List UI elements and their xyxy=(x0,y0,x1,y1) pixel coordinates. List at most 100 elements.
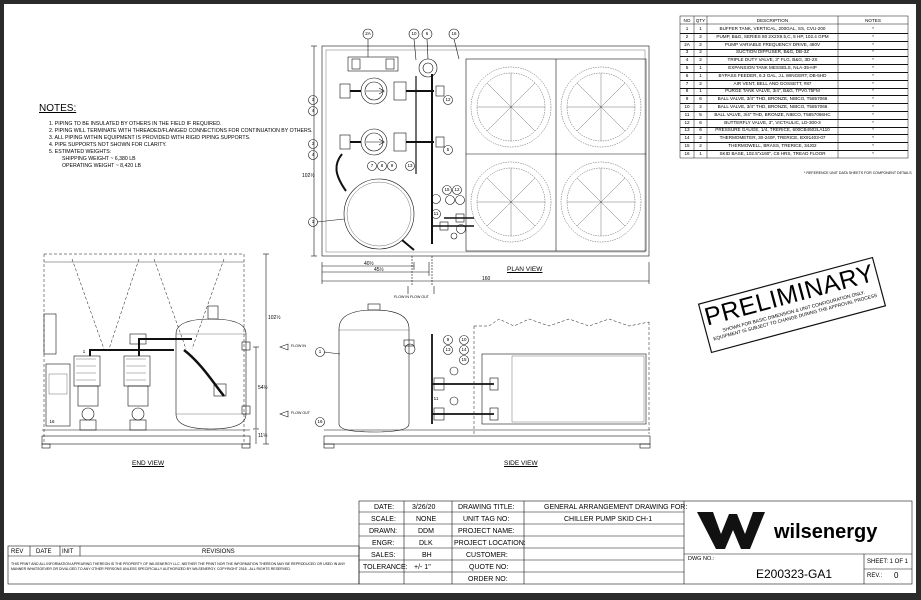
callout-number: 12 xyxy=(445,96,451,102)
bom-cell: * xyxy=(872,150,874,156)
bom-cell: BYPASS FEEDER, 6.3 GAL, J.L WINGERT, DB-… xyxy=(718,72,827,78)
plan-view-drawing xyxy=(308,28,650,294)
bom-cell: 4 xyxy=(685,57,689,63)
bom-cell: THERMOWELL, BRASS, TRERICE, 34J02 xyxy=(728,143,817,148)
note-line: 3. ALL PIPING WITHIN EQUIPMENT IS PROVID… xyxy=(49,135,251,141)
end-view-drawing xyxy=(41,253,289,449)
bom-cell: 2 xyxy=(699,57,702,63)
unit-tag: CHILLER PUMP SKID CH-1 xyxy=(564,516,653,523)
bom-cell: * xyxy=(872,96,874,102)
callout-number: 10 xyxy=(461,336,467,342)
bom-cell: BALL VALVE, 3/4" THD, BRONZE, NIBCO, T58… xyxy=(717,104,828,109)
scale-label: SCALE: xyxy=(371,516,396,523)
callout-number: 9 xyxy=(390,162,394,168)
note-line: OPERATING WEIGHT ~ 8,420 LB xyxy=(62,163,141,169)
callout-number: 9 xyxy=(446,336,450,342)
tolerance-label: TOLERANCE: xyxy=(363,564,408,571)
bom-cell: * xyxy=(872,41,874,47)
bom-cell: 2 xyxy=(685,33,689,39)
bom-row-divider xyxy=(680,33,908,34)
note-line: 5. ESTIMATED WEIGHTS: xyxy=(49,149,112,155)
callout-number: 11 xyxy=(433,395,439,401)
bom-row-divider xyxy=(680,103,908,105)
bom-cell: 1 xyxy=(699,150,702,156)
note-line: SHIPPING WEIGHT ~ 6,380 LB xyxy=(62,156,136,162)
callout-number: 3 xyxy=(311,96,315,102)
dim-end-height: 102½ xyxy=(268,315,281,321)
bom-cell: 2A xyxy=(684,41,690,47)
drawn-label: DRAWN: xyxy=(369,528,398,535)
bom-cell: BUFFER TANK, VERTICAL, 200GAL, SS, CVU-2… xyxy=(719,26,826,31)
bom-row-divider xyxy=(680,72,908,73)
dim-plan-height: 102½ xyxy=(302,173,315,179)
callout-number: 3 xyxy=(311,140,315,146)
customer-label: CUSTOMER: xyxy=(466,552,508,559)
bom-cell: THERMOMETER, 30-240F, TRERICE, BX91403-0… xyxy=(719,135,826,141)
bom-footnote: * REFERENCE UNIT DATA SHEETS FOR COMPONE… xyxy=(804,171,912,175)
bom-cell: 2 xyxy=(699,41,702,47)
sales-value: BH xyxy=(422,552,432,559)
dim-plan-d1: 40½ xyxy=(364,261,374,267)
bom-cell: PRESSURE GAUGE, 1/4, TRERICE, 600CB4502L… xyxy=(715,127,830,133)
callout-number: 4 xyxy=(311,151,315,157)
bom-cell: BALL VALVE, 3/4" THD, BRONZE, NIBCO, T58… xyxy=(714,111,831,117)
bom-cell: 16 xyxy=(684,150,690,156)
engr-label: ENGR: xyxy=(372,540,395,547)
callout-number: 6 xyxy=(425,30,429,36)
side-view-drawing xyxy=(315,303,651,449)
bom-cell: * xyxy=(872,65,874,70)
bom-cell: 7 xyxy=(685,80,689,86)
rev-header-date: DATE xyxy=(36,549,52,555)
bom-row-divider xyxy=(680,150,908,151)
bom-cell: 14 xyxy=(684,135,690,141)
end-flow-out-label: FLOW OUT xyxy=(291,411,310,415)
bom-cell: 6 xyxy=(699,96,702,102)
company-name: wilsenergy xyxy=(774,521,878,543)
callout-number: 1 xyxy=(82,348,86,354)
drawing-title-label: DRAWING TITLE: xyxy=(458,504,515,511)
bom-cell: 2 xyxy=(699,143,702,148)
bom-cell: * xyxy=(872,127,874,133)
note-line: 2. PIPING WILL TERMINATE WITH THREADED/F… xyxy=(49,128,313,134)
bom-cell: * xyxy=(872,49,874,55)
date-value: 3/26/20 xyxy=(412,504,436,511)
bom-cell: * xyxy=(872,72,874,78)
bom-cell: 1 xyxy=(699,88,702,94)
callout-number: 10 xyxy=(411,30,417,36)
bom-cell: * xyxy=(872,88,874,94)
unit-tag-label: UNIT TAG NO: xyxy=(463,516,510,523)
callout-number: 7 xyxy=(370,162,374,168)
bom-row-divider xyxy=(680,134,908,136)
bom-cell: TRIPLE DUTY VALVE, 3" FLG, B&G, 3D-2S xyxy=(727,57,818,63)
callout-number: 15 xyxy=(461,356,467,362)
dwg-no-label: DWG NO.: xyxy=(688,556,715,562)
project-location-label: PROJECT LOCATION: xyxy=(454,540,526,547)
bom-cell: * xyxy=(872,33,874,39)
bom-cell: * xyxy=(872,143,874,148)
callout-number: 4 xyxy=(311,107,315,113)
dim-plan-d2: 45½ xyxy=(374,267,384,273)
callout-number: 5 xyxy=(446,146,450,152)
callout-number: 8 xyxy=(380,162,384,168)
order-label: ORDER NO: xyxy=(468,576,508,583)
bom-cell: 1 xyxy=(685,26,689,31)
bom-cell: * xyxy=(872,111,874,117)
plan-view-label: PLAN VIEW xyxy=(507,266,543,273)
bom-header: DESCRIPTION xyxy=(756,18,789,23)
callout-number: 13 xyxy=(445,346,451,352)
bom-cell: AIR VENT, BELL AND GOSSETT, #87 xyxy=(733,80,812,86)
bom-cell: * xyxy=(872,104,874,109)
bom-cell: 2 xyxy=(699,33,702,39)
rev-label: REV.: xyxy=(867,573,883,579)
engr-value: DLK xyxy=(419,540,433,547)
rev-header-rev: REV xyxy=(11,549,24,555)
bom-row-divider xyxy=(680,48,908,50)
bom-cell: 13 xyxy=(684,127,690,133)
bom-cell: 1 xyxy=(699,65,702,70)
sheet-info: SHEET: 1 OF 1 xyxy=(867,559,909,565)
bom-row-divider xyxy=(680,118,908,120)
note-line: 1. PIPING TO BE INSULATED BY OTHERS IN T… xyxy=(49,121,222,127)
company-logo-mark xyxy=(697,512,765,549)
end-flow-in-label: FLOW IN xyxy=(291,344,306,348)
end-view-label: END VIEW xyxy=(132,460,165,467)
